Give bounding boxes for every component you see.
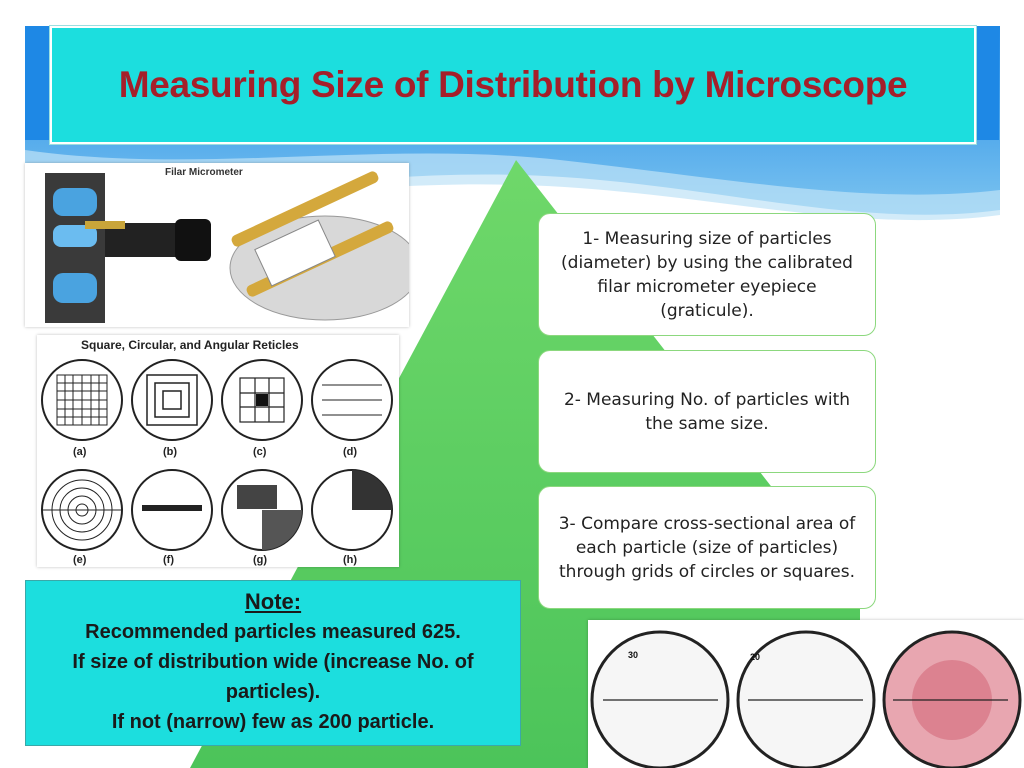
filar-micrometer-label: Filar Micrometer	[165, 167, 243, 178]
title-right-accent	[975, 26, 999, 140]
step-3-box: 3- Compare cross-sectional area of each …	[538, 486, 876, 609]
scale-marker-20: 20	[750, 652, 760, 662]
caption-f: (f)	[163, 554, 174, 566]
filar-micrometer-image: Filar Micrometer	[25, 163, 409, 327]
caption-a: (a)	[73, 446, 87, 458]
reticles-image: Square, Circular, and Angular Reticles	[37, 335, 399, 567]
caption-b: (b)	[163, 446, 177, 458]
caption-d: (d)	[343, 446, 357, 458]
eyepiece-scales-icon: 30 20	[588, 620, 1024, 768]
scale-marker-30: 30	[628, 650, 638, 660]
note-title: Note:	[244, 589, 302, 614]
caption-e: (e)	[73, 554, 87, 566]
reticles-icon: Square, Circular, and Angular Reticles	[37, 335, 399, 567]
reticles-label: Square, Circular, and Angular Reticles	[81, 338, 299, 352]
note-line-1: Recommended particles measured 625.	[85, 621, 461, 643]
step-1-text: 1- Measuring size of particles (diameter…	[561, 228, 853, 321]
note-line-2: If size of distribution wide (increase N…	[72, 651, 474, 703]
step-3-text: 3- Compare cross-sectional area of each …	[558, 513, 856, 582]
caption-g: (g)	[253, 554, 267, 566]
note-box: Note: Recommended particles measured 625…	[25, 580, 521, 746]
step-2-box: 2- Measuring No. of particles with the s…	[538, 350, 876, 473]
page-title: Measuring Size of Distribution by Micros…	[118, 64, 908, 105]
eyepiece-scales-image: 30 20	[588, 620, 1024, 768]
title-left-accent	[25, 26, 50, 140]
caption-c: (c)	[253, 446, 267, 458]
caption-h: (h)	[343, 554, 357, 566]
step-2-text: 2- Measuring No. of particles with the s…	[563, 389, 851, 434]
title-box: Measuring Size of Distribution by Micros…	[50, 26, 976, 144]
note-line-3: If not (narrow) few as 200 particle.	[111, 711, 435, 733]
filar-micrometer-icon: Filar Micrometer	[25, 163, 409, 327]
step-1-box: 1- Measuring size of particles (diameter…	[538, 213, 876, 336]
